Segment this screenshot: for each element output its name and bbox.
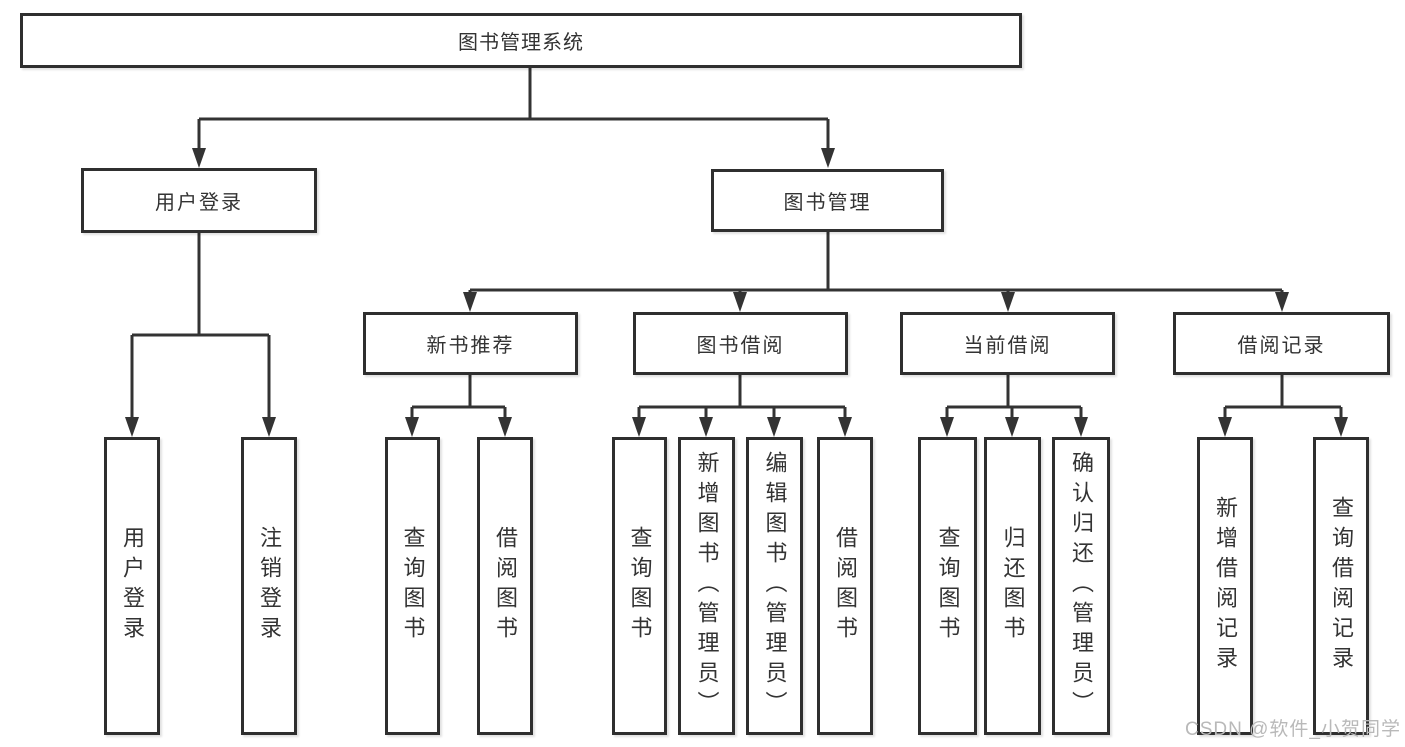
leaf-edit-books-admin: 编辑图书（管理员） xyxy=(746,437,803,735)
leaf-borrow-books-newbook: 借阅图书 xyxy=(477,437,533,735)
connector-root-to-level2 xyxy=(192,68,835,168)
node-label: 图书管理 xyxy=(783,192,872,214)
node-book-management: 图书管理 xyxy=(711,169,944,232)
arrowhead xyxy=(699,417,713,437)
leaf-add-borrow-record: 新增借阅记录 xyxy=(1197,437,1253,735)
leaf-borrow-books-borrowing: 借阅图书 xyxy=(817,437,873,735)
arrowhead xyxy=(1074,417,1088,437)
node-label: 查询图书 xyxy=(400,526,426,646)
node-label: 新增图书（管理员） xyxy=(694,451,720,721)
connector-user-login xyxy=(125,233,276,437)
connector-book-management xyxy=(463,232,1289,312)
arrowhead xyxy=(821,148,835,168)
node-label: 用户登录 xyxy=(155,192,243,214)
node-label: 编辑图书（管理员） xyxy=(762,451,788,721)
csdn-watermark: CSDN @软件_小贺同学 xyxy=(1185,719,1401,740)
node-label: 查询图书 xyxy=(935,526,961,646)
arrowhead xyxy=(733,292,747,312)
leaf-add-books-admin: 新增图书（管理员） xyxy=(678,437,735,735)
node-label: 借阅记录 xyxy=(1237,335,1326,357)
node-book-borrowing: 图书借阅 xyxy=(633,312,848,375)
arrowhead xyxy=(632,417,646,437)
connector-current-borrowing xyxy=(940,375,1088,437)
node-root-system: 图书管理系统 xyxy=(20,13,1022,68)
node-label: 新书推荐 xyxy=(426,335,515,357)
arrowhead xyxy=(1005,417,1019,437)
connector-book-borrowing xyxy=(632,375,852,437)
node-label: 图书管理系统 xyxy=(458,32,584,54)
node-label: 新增借阅记录 xyxy=(1213,496,1238,676)
arrowhead xyxy=(125,417,139,437)
arrowhead xyxy=(1218,417,1232,437)
node-label: 查询借阅记录 xyxy=(1329,496,1354,676)
arrowhead xyxy=(463,292,477,312)
arrowhead xyxy=(192,148,206,168)
node-current-borrowing: 当前借阅 xyxy=(900,312,1115,375)
leaf-user-login: 用户登录 xyxy=(104,437,160,735)
node-new-book-recommend: 新书推荐 xyxy=(363,312,578,375)
node-label: 注销登录 xyxy=(257,526,282,646)
arrowhead xyxy=(1334,417,1348,437)
leaf-confirm-return-admin: 确认归还（管理员） xyxy=(1052,437,1110,735)
node-label: 归还图书 xyxy=(1000,526,1026,646)
node-label: 确认归还（管理员） xyxy=(1069,451,1094,721)
node-label: 用户登录 xyxy=(120,526,145,646)
node-label: 借阅图书 xyxy=(833,526,858,646)
node-label: 当前借阅 xyxy=(963,335,1052,357)
leaf-query-books-borrowing: 查询图书 xyxy=(612,437,667,735)
leaf-query-books-newbook: 查询图书 xyxy=(385,437,440,735)
leaf-return-books: 归还图书 xyxy=(984,437,1041,735)
arrowhead xyxy=(498,417,512,437)
arrowhead xyxy=(940,417,954,437)
node-label: 查询图书 xyxy=(627,526,653,646)
connector-new-book-recommend xyxy=(405,375,512,437)
leaf-query-books-current: 查询图书 xyxy=(918,437,977,735)
arrowhead xyxy=(1001,292,1015,312)
connector-borrowing-records xyxy=(1218,375,1348,437)
arrowhead xyxy=(838,417,852,437)
node-label: 借阅图书 xyxy=(493,526,518,646)
node-user-login: 用户登录 xyxy=(81,168,317,233)
node-borrowing-records: 借阅记录 xyxy=(1173,312,1390,375)
node-label: 图书借阅 xyxy=(696,335,785,357)
arrowhead xyxy=(262,417,276,437)
leaf-logout: 注销登录 xyxy=(241,437,297,735)
arrowhead xyxy=(405,417,419,437)
arrowhead xyxy=(767,417,781,437)
arrowhead xyxy=(1275,292,1289,312)
leaf-query-borrow-record: 查询借阅记录 xyxy=(1313,437,1369,735)
